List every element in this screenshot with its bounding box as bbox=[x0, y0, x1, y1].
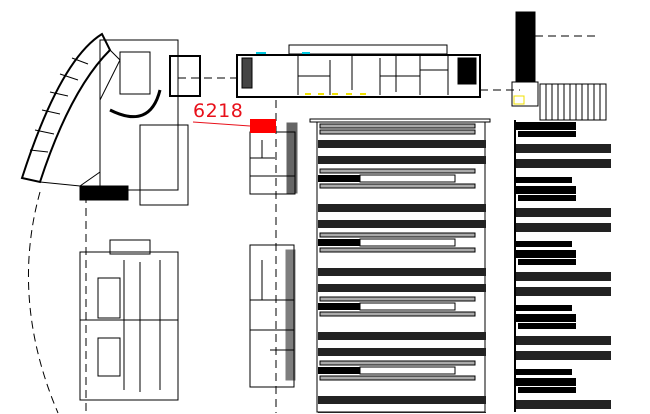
stack-shelf bbox=[319, 311, 476, 317]
stack-shelf bbox=[516, 378, 576, 386]
stack-shelf bbox=[516, 351, 611, 360]
stack-shelf bbox=[318, 140, 486, 148]
stack-shelf bbox=[318, 367, 360, 374]
stack-shelf bbox=[518, 387, 576, 393]
stack-shelf bbox=[319, 296, 476, 302]
left-building bbox=[20, 32, 201, 206]
stack-shelf bbox=[516, 186, 576, 194]
stack-shelf bbox=[516, 287, 611, 296]
stack-shelf bbox=[318, 156, 486, 164]
room-6218-label: 6218 bbox=[193, 100, 244, 122]
stack-shelf bbox=[516, 336, 611, 345]
lower-left-building bbox=[79, 239, 179, 401]
stack-shelf bbox=[318, 204, 486, 212]
room-6218-highlight bbox=[250, 119, 276, 133]
stack-shelf bbox=[516, 223, 611, 232]
stack-shelf bbox=[318, 412, 486, 413]
stack-shelf bbox=[318, 396, 486, 404]
stack-shelf bbox=[318, 268, 486, 276]
stack-shelf bbox=[516, 241, 572, 247]
stack-shelf bbox=[516, 208, 611, 217]
stack-shelf bbox=[516, 122, 576, 130]
stacks-center bbox=[309, 118, 491, 413]
stack-shelf bbox=[516, 250, 576, 258]
stacks-right-edge bbox=[514, 120, 516, 412]
stacks-right bbox=[514, 120, 611, 412]
stack-shelf bbox=[318, 220, 486, 228]
stack-shelf bbox=[516, 272, 611, 281]
stack-shelf bbox=[319, 183, 476, 189]
top-building bbox=[236, 44, 481, 98]
stack-shelf bbox=[318, 332, 486, 340]
stack-shelf bbox=[518, 259, 576, 265]
stack-aisle bbox=[359, 366, 456, 375]
tower-and-stairs bbox=[511, 11, 607, 121]
stack-shelf bbox=[518, 195, 576, 201]
stack-shelf bbox=[516, 144, 611, 153]
stack-shelf bbox=[318, 239, 360, 246]
site-boundary-arc bbox=[27, 191, 59, 414]
stack-shelf bbox=[319, 232, 476, 238]
stack-shelf bbox=[518, 131, 576, 137]
stack-shelf bbox=[516, 159, 611, 168]
stack-shelf bbox=[319, 129, 476, 135]
stack-shelf bbox=[518, 323, 576, 329]
stack-shelf bbox=[516, 177, 572, 183]
stack-shelf bbox=[516, 369, 572, 375]
middle-buildings bbox=[249, 122, 298, 388]
stack-shelf bbox=[318, 303, 360, 310]
stack-aisle bbox=[359, 174, 456, 183]
stack-shelf bbox=[318, 175, 360, 182]
room-6218-leader bbox=[192, 121, 251, 127]
stack-shelf bbox=[318, 284, 486, 292]
stack-shelf bbox=[318, 348, 486, 356]
stack-aisle bbox=[359, 302, 456, 311]
stack-shelf bbox=[516, 400, 611, 409]
stack-shelf bbox=[319, 360, 476, 366]
stack-shelf bbox=[319, 123, 476, 129]
stack-shelf bbox=[516, 305, 572, 311]
stack-shelf bbox=[319, 168, 476, 174]
stack-aisle bbox=[359, 238, 456, 247]
stack-shelf bbox=[516, 314, 576, 322]
stack-shelf bbox=[319, 375, 476, 381]
stack-shelf bbox=[319, 247, 476, 253]
